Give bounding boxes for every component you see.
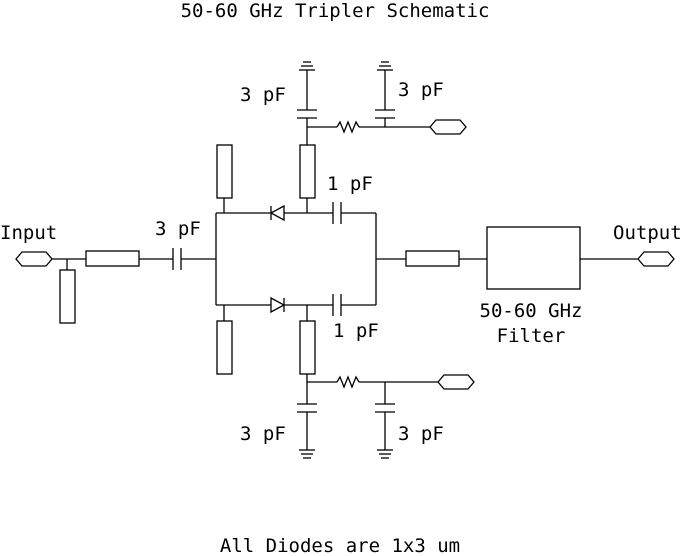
top-bias-line [299,144,316,199]
input-port [15,251,53,267]
top-left-bypass-capacitor [297,109,317,119]
input-stub-line [59,269,76,324]
output-label: Output [613,222,682,244]
bottom-coupling-capacitor [332,294,342,316]
top-right-bypass-label: 3 pF [398,79,444,101]
bottom-bias-port [437,374,475,390]
top-diode [269,204,285,222]
bottom-right-bypass-capacitor [375,403,395,413]
bandpass-filter [486,226,581,290]
bottom-bias-resistor [336,375,360,389]
top-left-bypass-label: 3 pF [240,84,286,106]
bottom-right-bypass-label: 3 pF [398,423,444,445]
input-series-line [85,250,140,267]
bottom-left-bypass-capacitor [297,403,317,413]
top-coupling-label: 1 pF [327,173,373,195]
input-label: Input [0,222,57,244]
top-coupling-capacitor [332,202,342,224]
top-right-bypass-capacitor [375,109,395,119]
top-stub-line [216,144,233,199]
top-bias-port [429,119,467,135]
filter-label-line2: Filter [497,325,566,347]
top-left-ground [299,61,315,71]
bottom-bias-line [299,320,316,375]
bottom-left-ground [299,449,315,459]
diagram-title: 50-60 GHz Tripler Schematic [181,0,490,22]
input-capacitor-label: 3 pF [155,218,201,240]
output-series-line [405,250,460,267]
bottom-left-bypass-label: 3 pF [240,423,286,445]
filter-label-line1: 50-60 GHz [480,300,583,322]
input-capacitor [172,248,182,270]
output-port [637,251,675,267]
top-bias-resistor [336,120,360,134]
footnote: All Diodes are 1x3 um [220,535,460,556]
bottom-right-ground [377,449,393,459]
top-right-ground [377,61,393,71]
bottom-stub-line [216,320,233,375]
bottom-diode [270,296,286,314]
bottom-coupling-label: 1 pF [333,320,379,342]
